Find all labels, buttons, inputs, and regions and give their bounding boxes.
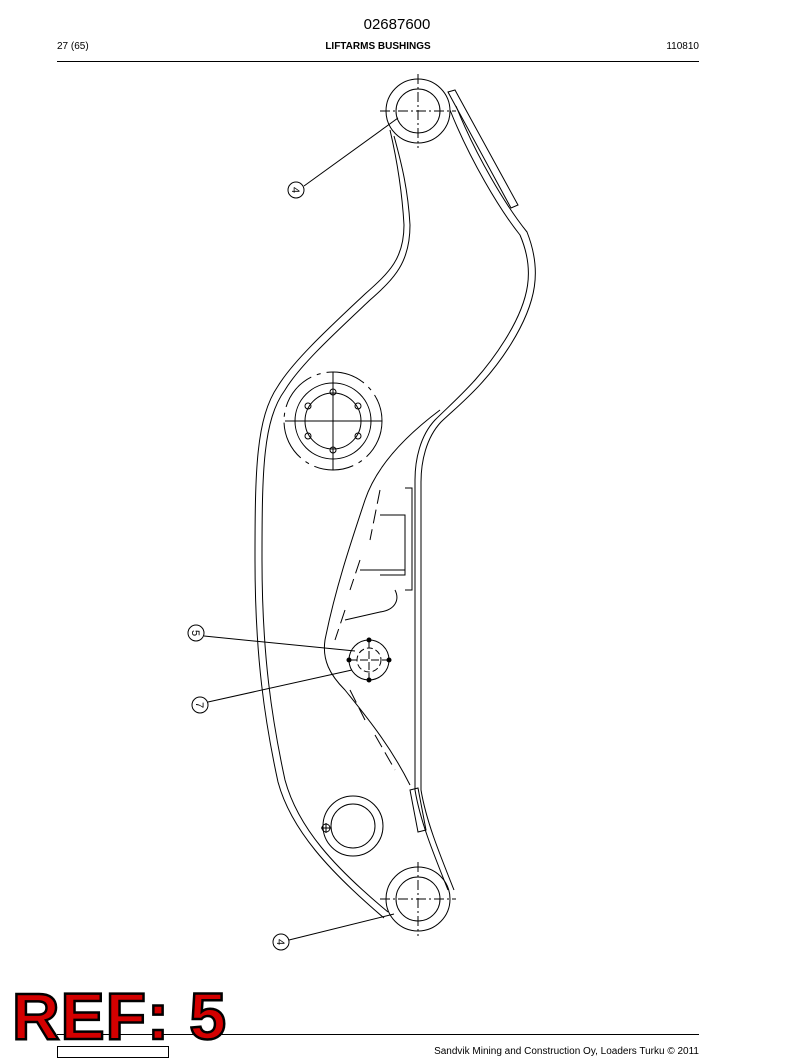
leader-line-7 — [207, 669, 353, 703]
page-number: 27 (65) — [57, 41, 89, 52]
leader-line-5 — [203, 635, 356, 652]
leader-line-4-top — [303, 117, 399, 187]
callout-label-4-bottom: 4 — [274, 939, 286, 945]
callout-circle-4-top — [287, 181, 305, 199]
header-divider — [57, 61, 699, 62]
document-date: 110810 — [666, 41, 699, 52]
document-number: 02687600 — [363, 16, 431, 33]
middle-pin — [346, 637, 392, 683]
center-pivot-flange — [283, 371, 383, 471]
inner-web — [323, 409, 441, 786]
page-header: 27 (65) LIFTARMS BUSHINGS 110810 — [57, 41, 699, 55]
inner-web-dashed — [334, 489, 396, 771]
liftarm-outline-inner — [254, 105, 536, 919]
callout-circle-5 — [187, 624, 205, 642]
ref-label: REF: 5 — [11, 979, 228, 1053]
bottom-bushing — [380, 862, 456, 936]
callout-label-4-top: 4 — [289, 187, 301, 193]
web-stiffener — [344, 487, 413, 621]
section-title: LIFTARMS BUSHINGS — [325, 41, 431, 52]
footer-copyright: Sandvik Mining and Construction Oy, Load… — [434, 1046, 699, 1057]
top-bushing — [380, 74, 456, 148]
callout-circle-4-bottom — [272, 933, 290, 951]
leader-line-4-bottom — [288, 913, 395, 941]
callout-label-5: 5 — [189, 630, 201, 636]
liftarm-outline — [261, 109, 529, 913]
lower-pin — [321, 795, 384, 857]
footer-divider — [57, 1034, 699, 1035]
lower-guard-plate — [409, 787, 427, 833]
top-guard-plate — [447, 89, 519, 209]
callout-circle-7 — [191, 696, 209, 714]
callout-label-7: 7 — [193, 702, 205, 708]
